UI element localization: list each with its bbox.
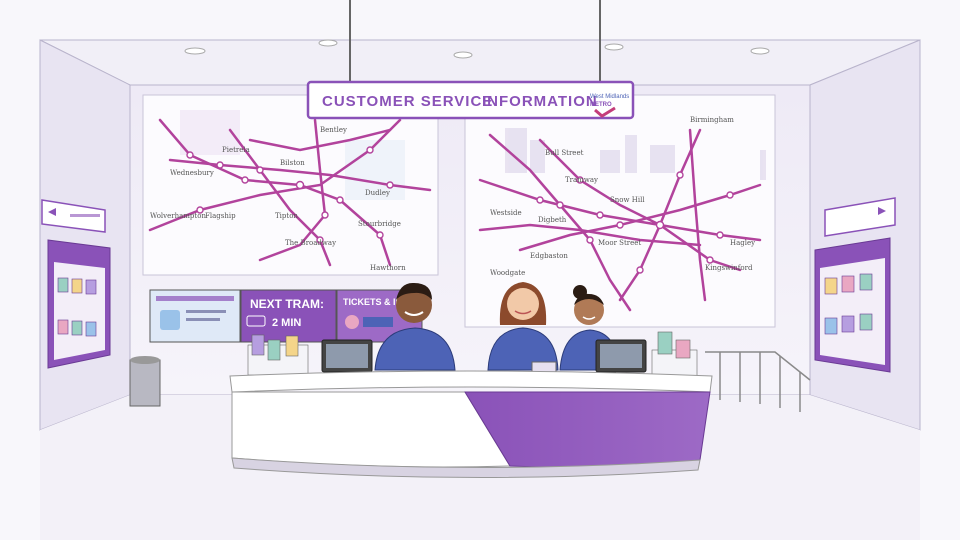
station-label: Digbeth	[538, 216, 567, 224]
station-label: Tramway	[565, 176, 598, 184]
tickets-info-label: TICKETS & INFO	[343, 297, 415, 307]
station-label: Bull Street	[545, 149, 584, 157]
logo-text-bottom: METRO	[590, 102, 612, 108]
station-label: Wolverhampton	[150, 212, 206, 220]
logo-text-top: West Midlands	[590, 94, 629, 100]
station-label: Stourbridge	[358, 220, 401, 228]
counter-leaflet-rack-right	[651, 331, 698, 379]
right-wall-sign	[814, 197, 896, 373]
station-label: Edgbaston	[530, 252, 568, 260]
station-label: Bilston	[280, 159, 305, 167]
station-label: Kingswinford	[705, 264, 753, 272]
station-label: Birmingham	[690, 116, 734, 124]
ticket-icon	[345, 315, 359, 329]
service-counter	[229, 370, 713, 479]
station-label: Hawthorn	[370, 264, 406, 272]
station-label: Moor Street	[598, 239, 641, 247]
sign-subtitle: INFORMATION	[482, 93, 598, 110]
station-label: Woodgate	[490, 269, 525, 277]
metro-logo-icon	[594, 106, 616, 118]
station-label: Westside	[490, 209, 522, 217]
station-label: Dudley	[365, 189, 390, 197]
station-label: Hagley	[730, 239, 755, 247]
station-label: The Broadway	[285, 239, 336, 247]
station-label: Pietrela	[222, 146, 250, 154]
ceiling-lights	[184, 39, 770, 59]
trash-bin	[129, 356, 161, 407]
staff-member-left	[374, 282, 456, 371]
station-label: Wednesbury	[170, 169, 214, 177]
station-label: Flagship	[205, 212, 236, 220]
station-label: Snow Hill	[610, 196, 645, 204]
next-tram-label: NEXT TRAM:	[250, 297, 324, 311]
info-screens: NEXT TRAM: 2 MIN TICKETS & INFO	[149, 289, 423, 343]
arrow-right-icon	[878, 207, 886, 215]
station-label: Bentley	[320, 126, 347, 134]
monitor-right	[595, 339, 647, 380]
station-label: Tipton	[275, 212, 298, 220]
main-sign: CUSTOMER SERVICE INFORMATION West Midlan…	[306, 0, 635, 120]
counter-leaflet-rack-left	[247, 334, 309, 376]
staff-member-middle	[487, 282, 559, 371]
left-route-map: Pietrela Wednesbury Bilston Wolverhampto…	[142, 94, 439, 276]
tram-icon	[246, 315, 266, 327]
next-tram-time: 2 MIN	[272, 317, 301, 329]
sign-title: CUSTOMER SERVICE	[322, 93, 493, 110]
arrow-left-icon	[48, 208, 56, 216]
stair-railing	[705, 351, 811, 412]
left-wall-sign	[41, 199, 111, 369]
